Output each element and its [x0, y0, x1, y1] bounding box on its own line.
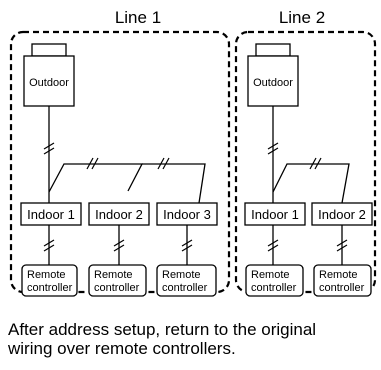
line-2-boundary — [234, 30, 377, 294]
outdoor-unit-body — [247, 55, 299, 107]
remote-controller-label: Remote — [162, 269, 201, 281]
remote-controller-label: controller — [319, 282, 365, 294]
remote-controller-box — [21, 264, 78, 297]
indoor-unit-label: Indoor 2 — [318, 207, 366, 222]
remote-controller-box — [156, 264, 217, 297]
indoor-transmission-wire — [48, 163, 144, 193]
indoor-unit-label: Indoor 3 — [163, 207, 211, 222]
outdoor-unit-body — [23, 55, 75, 107]
remote-controller-box — [245, 264, 304, 297]
wire-tick-mark — [157, 157, 170, 170]
indoor-unit-box — [244, 202, 306, 226]
outdoor-unit-label: Outdoor — [253, 77, 293, 89]
wire-tick-mark — [86, 157, 99, 170]
outdoor-unit-top-cap — [31, 43, 67, 57]
line-2-title: Line 2 — [279, 8, 325, 27]
remote-controller-box — [313, 264, 372, 297]
indoor-unit-label: Indoor 1 — [27, 207, 75, 222]
caption: After address setup, return to the origi… — [8, 320, 378, 358]
remote-controller-label: Remote — [94, 269, 133, 281]
remote-controller-label: Remote — [319, 269, 358, 281]
outdoor-unit-top-cap — [255, 43, 291, 57]
remote-controller-label: controller — [251, 282, 297, 294]
remote-controller-label: controller — [94, 282, 140, 294]
wire-tick-mark — [43, 142, 55, 155]
wire-tick-mark — [267, 142, 279, 155]
wire-tick-mark — [309, 157, 322, 170]
indoor-transmission-wire — [142, 163, 206, 204]
remote-controller-box — [88, 264, 147, 297]
indoor-transmission-wire — [272, 163, 350, 204]
indoor-unit-label: Indoor 1 — [251, 207, 299, 222]
outdoor-unit-label: Outdoor — [29, 77, 69, 89]
remote-controller-label: Remote — [251, 269, 290, 281]
remote-controller-label: controller — [27, 282, 73, 294]
wire-tick-mark — [43, 239, 193, 252]
remote-controller-label: controller — [162, 282, 208, 294]
indoor-unit-box — [20, 202, 82, 226]
wire-tick-mark — [267, 239, 348, 252]
line-2-group: Line 2 Outdoor Indoor 1 Indoor 2 Remote … — [234, 8, 377, 297]
caption-line-2: wiring over remote controllers. — [8, 339, 236, 358]
line-1-group: Line 1 Outdoor Indoor 1 Indoor 2 Indoor … — [9, 8, 231, 297]
line-1-title: Line 1 — [115, 8, 161, 27]
caption-line-1: After address setup, return to the origi… — [8, 320, 317, 339]
remote-controller-label: Remote — [27, 269, 66, 281]
indoor-unit-label: Indoor 2 — [95, 207, 143, 222]
